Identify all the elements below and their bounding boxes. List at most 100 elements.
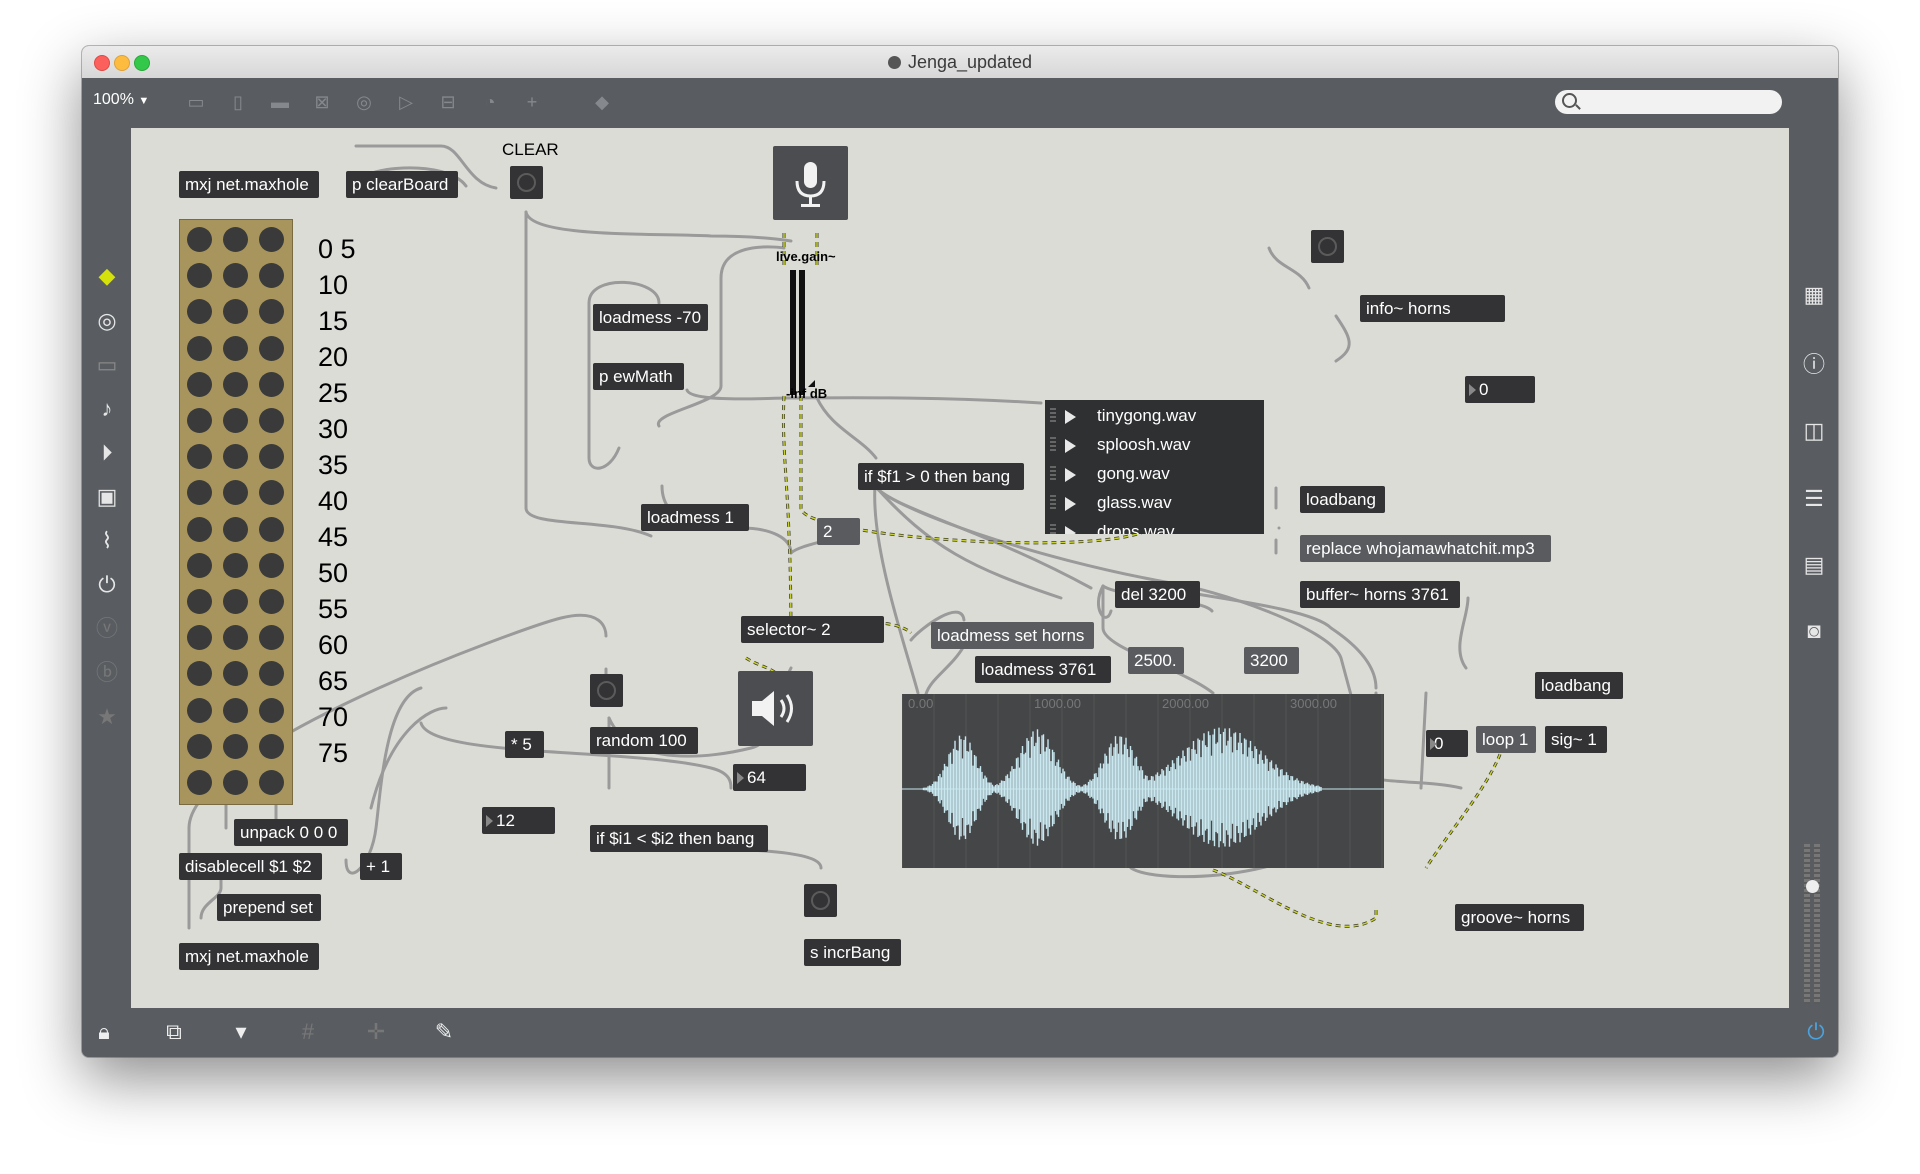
matrix-cell[interactable] xyxy=(259,661,284,687)
info-horns[interactable]: info~ horns xyxy=(1360,295,1505,322)
drag-handle-icon[interactable] xyxy=(1050,408,1056,424)
windows-icon[interactable]: ⧉ xyxy=(166,1019,182,1044)
close-button[interactable] xyxy=(94,55,110,71)
matrix-cell[interactable] xyxy=(223,444,248,470)
sig-1[interactable]: sig~ 1 xyxy=(1545,726,1607,753)
matrix-cell[interactable] xyxy=(187,371,212,397)
patcher-canvas[interactable]: mxj net.maxhole p clearBoard CLEAR live.… xyxy=(131,128,1789,1008)
matrix-cell[interactable] xyxy=(187,480,212,506)
matrix-cell[interactable] xyxy=(223,770,248,795)
matrix-cell[interactable] xyxy=(259,552,284,578)
cube-icon[interactable]: ◆ xyxy=(98,263,116,288)
loadmess-1[interactable]: loadmess 1 xyxy=(641,504,749,531)
message-2[interactable]: 2 xyxy=(817,518,860,545)
matrix-cell[interactable] xyxy=(223,552,248,578)
loadmess-minus-70[interactable]: loadmess -70 xyxy=(593,304,708,331)
note-icon[interactable]: ♪ xyxy=(101,396,113,421)
playlist-item[interactable]: drops.wav xyxy=(1045,518,1264,534)
paperclip-icon[interactable]: ⌇ xyxy=(101,528,113,553)
groove-horns[interactable]: groove~ horns xyxy=(1455,904,1584,931)
p-ewmath[interactable]: p ewMath xyxy=(593,363,684,390)
toggle-icon[interactable]: ⊠ xyxy=(314,92,330,112)
dial-icon[interactable]: ◔ xyxy=(484,92,496,112)
matrix-cell[interactable] xyxy=(259,263,284,289)
play-icon[interactable] xyxy=(1065,468,1076,482)
matrix-cell[interactable] xyxy=(259,408,284,433)
random-100[interactable]: random 100 xyxy=(590,727,698,754)
number-12[interactable]: 12 xyxy=(482,807,555,834)
matrix-cell[interactable] xyxy=(223,589,248,614)
play-icon[interactable] xyxy=(1065,526,1076,534)
matrix-cell[interactable] xyxy=(223,335,248,361)
waveform-display[interactable]: 0.00 1000.00 2000.00 3000.00 xyxy=(901,694,1384,868)
matrix-cell[interactable] xyxy=(223,227,248,252)
matrix-cell[interactable] xyxy=(223,733,248,759)
replace-message[interactable]: replace whojamawhatchit.mp3 xyxy=(1300,535,1551,562)
matrix-cell[interactable] xyxy=(259,227,284,252)
plus-1[interactable]: + 1 xyxy=(360,853,402,880)
matrix-cell[interactable] xyxy=(187,444,212,470)
matrix-cell[interactable] xyxy=(187,299,212,325)
play-icon[interactable] xyxy=(1065,439,1076,453)
gain-slider-triangle[interactable] xyxy=(808,380,815,387)
split-view-icon[interactable]: ◫ xyxy=(1803,418,1825,443)
matrix-cell[interactable] xyxy=(187,552,212,578)
loadbang-2[interactable]: loadbang xyxy=(1535,672,1623,699)
minimize-button[interactable] xyxy=(114,55,130,71)
matrix-cell[interactable] xyxy=(223,263,248,289)
loadmess-3761[interactable]: loadmess 3761 xyxy=(975,656,1111,683)
slider-icon[interactable]: ⊟ xyxy=(440,92,456,112)
clear-bang[interactable] xyxy=(510,166,543,199)
image-icon[interactable]: ▣ xyxy=(96,484,118,509)
play-step-icon[interactable]: ⏵ xyxy=(101,440,113,465)
number-loop-zero[interactable]: 0 xyxy=(1426,730,1468,757)
matrix-cell[interactable] xyxy=(187,589,212,614)
matrix-cell[interactable] xyxy=(259,770,284,795)
disablecell-message[interactable]: disablecell $1 $2 xyxy=(179,853,322,880)
paint-bucket-icon[interactable]: ◆ xyxy=(595,92,609,112)
matrix-cell[interactable] xyxy=(259,299,284,325)
incr-bang[interactable] xyxy=(804,884,837,917)
camera-icon[interactable]: ◙ xyxy=(1807,618,1821,643)
dac-speaker[interactable] xyxy=(738,671,813,746)
play-icon[interactable] xyxy=(1065,410,1076,424)
message-2500[interactable]: 2500. xyxy=(1128,647,1184,674)
matrix-cell[interactable] xyxy=(187,661,212,687)
p-clearboard[interactable]: p clearBoard xyxy=(346,171,458,198)
zoom-menu[interactable]: 100% ▼ xyxy=(93,91,149,109)
message-box-icon[interactable]: ▯ xyxy=(233,92,243,112)
if-f1-then-bang[interactable]: if $f1 > 0 then bang xyxy=(858,463,1024,490)
target-icon[interactable]: ◎ xyxy=(97,308,117,333)
play-icon[interactable] xyxy=(1065,497,1076,511)
playlist-item[interactable]: glass.wav xyxy=(1045,489,1264,518)
matrix-cell[interactable] xyxy=(187,770,212,795)
comment-icon[interactable]: ▬ xyxy=(271,92,289,112)
power-icon[interactable]: ⏻ xyxy=(1807,1019,1825,1044)
presentation-icon[interactable]: ▾ xyxy=(235,1019,247,1044)
grid-icon[interactable]: ▦ xyxy=(1803,282,1825,307)
number-info-output[interactable]: 0 xyxy=(1465,376,1535,403)
message-3200[interactable]: 3200 xyxy=(1244,647,1299,674)
search-input[interactable] xyxy=(1583,92,1777,112)
live-gain-meter[interactable] xyxy=(790,270,815,395)
loadmess-set-horns[interactable]: loadmess set horns xyxy=(931,622,1094,649)
bold-b-icon[interactable]: ⓑ xyxy=(95,660,118,685)
info-bang[interactable] xyxy=(1311,230,1344,263)
plug-icon[interactable]: ⏻ xyxy=(98,572,116,597)
lock-icon[interactable]: 🔒︎ xyxy=(98,1019,110,1044)
matrix-cell[interactable] xyxy=(223,480,248,506)
vimeo-icon[interactable]: ⓥ xyxy=(95,616,118,641)
matrix-cell[interactable] xyxy=(259,480,284,506)
matrix-cell[interactable] xyxy=(223,697,248,723)
matrix-cell[interactable] xyxy=(259,589,284,614)
adc-microphone[interactable] xyxy=(773,146,848,220)
drag-handle-icon[interactable] xyxy=(1050,495,1056,511)
matrix-cell[interactable] xyxy=(259,625,284,651)
add-icon[interactable]: + xyxy=(526,92,538,112)
multiply-5[interactable]: * 5 xyxy=(505,731,544,758)
random-bang[interactable] xyxy=(590,674,623,707)
bang-icon[interactable]: ◎ xyxy=(356,92,372,112)
unpack-0-0-0[interactable]: unpack 0 0 0 xyxy=(234,819,348,846)
matrix-cell[interactable] xyxy=(187,335,212,361)
